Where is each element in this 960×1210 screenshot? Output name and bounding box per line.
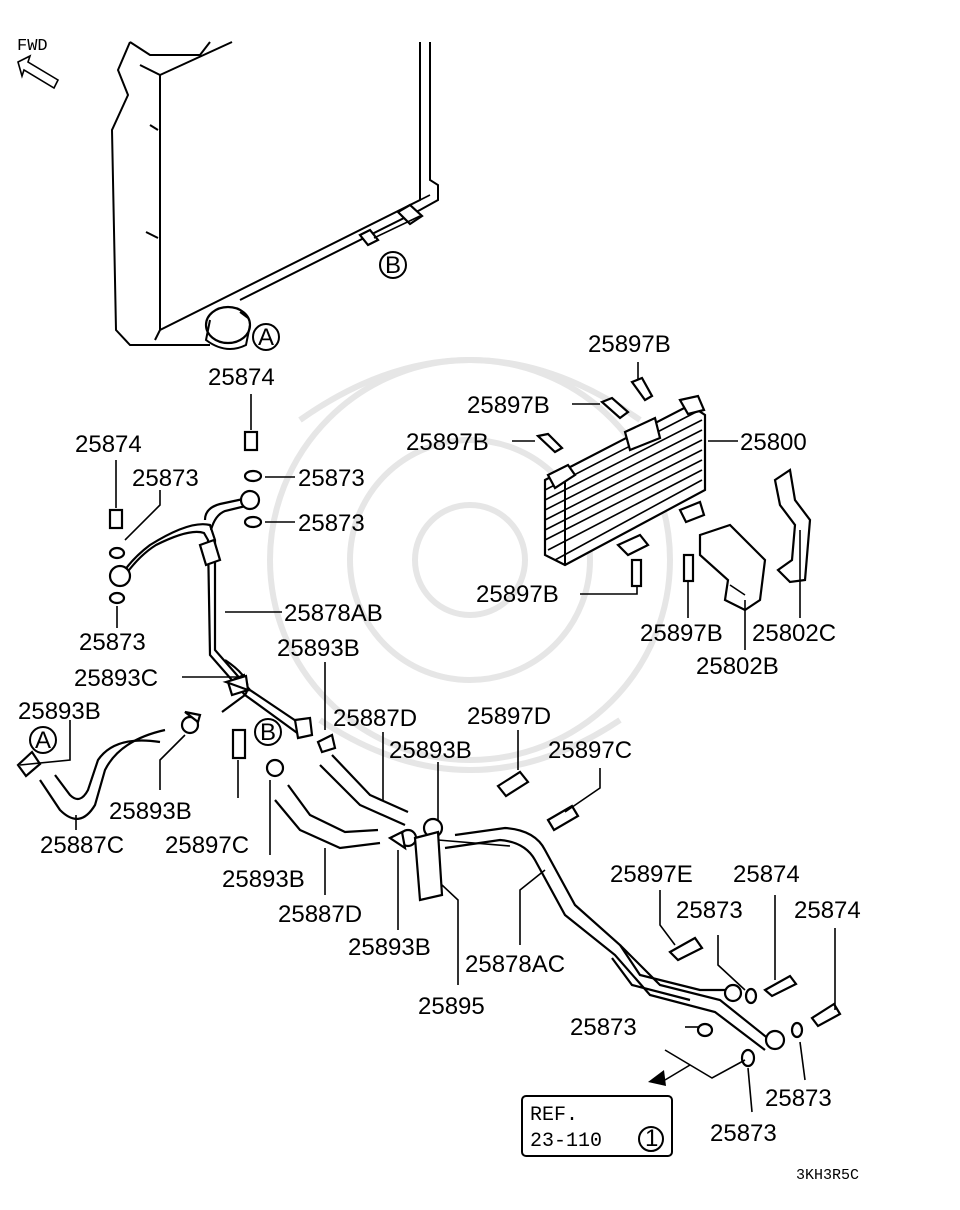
label-25897b: 25897B bbox=[476, 581, 559, 608]
label-25873: 25873 bbox=[79, 629, 146, 656]
label-25878ac: 25878AC bbox=[465, 951, 565, 978]
label-25873: 25873 bbox=[298, 510, 365, 537]
label-25802c: 25802C bbox=[752, 620, 836, 647]
label-25897b: 25897B bbox=[640, 620, 723, 647]
label-25893b: 25893B bbox=[109, 798, 192, 825]
label-25897c: 25897C bbox=[548, 737, 632, 764]
watermark-logo bbox=[267, 357, 673, 773]
label-25874: 25874 bbox=[75, 431, 142, 458]
label-25802b: 25802B bbox=[696, 653, 779, 680]
label-25893b: 25893B bbox=[222, 866, 305, 893]
svg-text:B: B bbox=[260, 719, 276, 746]
marker-a-top: A bbox=[252, 323, 280, 351]
hose-25887d bbox=[274, 754, 444, 850]
label-25874: 25874 bbox=[733, 861, 800, 888]
pipe-25878ac bbox=[444, 826, 786, 1051]
label-25897d: 25897D bbox=[467, 703, 551, 730]
clamp-icons bbox=[180, 674, 407, 851]
bolt-icons bbox=[108, 376, 842, 1028]
label-25897b: 25897B bbox=[588, 331, 671, 358]
ref-circle-number: 1 bbox=[645, 1125, 658, 1152]
label-25873: 25873 bbox=[710, 1120, 777, 1147]
label-25893b: 25893B bbox=[18, 698, 101, 725]
pipe-25878ab bbox=[108, 489, 314, 740]
label-25874: 25874 bbox=[794, 897, 861, 924]
label-25887d: 25887D bbox=[278, 901, 362, 928]
label-25893c: 25893C bbox=[74, 665, 158, 692]
radiator bbox=[110, 41, 439, 350]
marker-a-left: A bbox=[29, 726, 57, 754]
leader-lines bbox=[19, 362, 836, 1113]
label-25874: 25874 bbox=[208, 364, 275, 391]
svg-text:B: B bbox=[385, 252, 401, 279]
label-25897c: 25897C bbox=[165, 832, 249, 859]
label-25893b: 25893B bbox=[389, 737, 472, 764]
label-25895: 25895 bbox=[418, 993, 485, 1020]
label-25800: 25800 bbox=[740, 429, 807, 456]
label-25897e: 25897E bbox=[610, 861, 693, 888]
label-25897b: 25897B bbox=[467, 392, 550, 419]
label-25887d: 25887D bbox=[333, 705, 417, 732]
label-25893b: 25893B bbox=[277, 635, 360, 662]
ref-line2: 23-110 bbox=[530, 1130, 602, 1153]
label-25887c: 25887C bbox=[40, 832, 124, 859]
label-25873: 25873 bbox=[676, 897, 743, 924]
svg-text:A: A bbox=[35, 727, 51, 754]
label-25897b: 25897B bbox=[406, 429, 489, 456]
label-25873: 25873 bbox=[132, 465, 199, 492]
oil-cooler bbox=[543, 394, 707, 567]
marker-b-mid: B bbox=[254, 718, 282, 746]
marker-b-top: B bbox=[379, 251, 407, 279]
fwd-arrow-icon: FWD bbox=[17, 37, 60, 90]
label-25873: 25873 bbox=[765, 1085, 832, 1112]
part-labels: 25897B 25897B 25897B 25800 25874 25874 2… bbox=[18, 331, 861, 1147]
bracket-25895 bbox=[413, 830, 511, 902]
diagram-code: 3KH3R5C bbox=[796, 1167, 859, 1184]
label-25878ab: 25878AB bbox=[284, 600, 383, 627]
svg-text:A: A bbox=[258, 324, 274, 351]
ref-line1: REF. bbox=[530, 1104, 578, 1127]
bracket-25802b bbox=[698, 523, 767, 612]
ref-box: REF. 23-110 1 bbox=[521, 1095, 673, 1157]
bracket-25802c bbox=[773, 468, 812, 584]
washer-icons bbox=[108, 469, 804, 1068]
label-25873: 25873 bbox=[298, 465, 365, 492]
label-25873: 25873 bbox=[570, 1014, 637, 1041]
label-25893b: 25893B bbox=[348, 934, 431, 961]
fwd-label: FWD bbox=[17, 37, 48, 56]
ref-arrow-icon bbox=[648, 1049, 746, 1086]
